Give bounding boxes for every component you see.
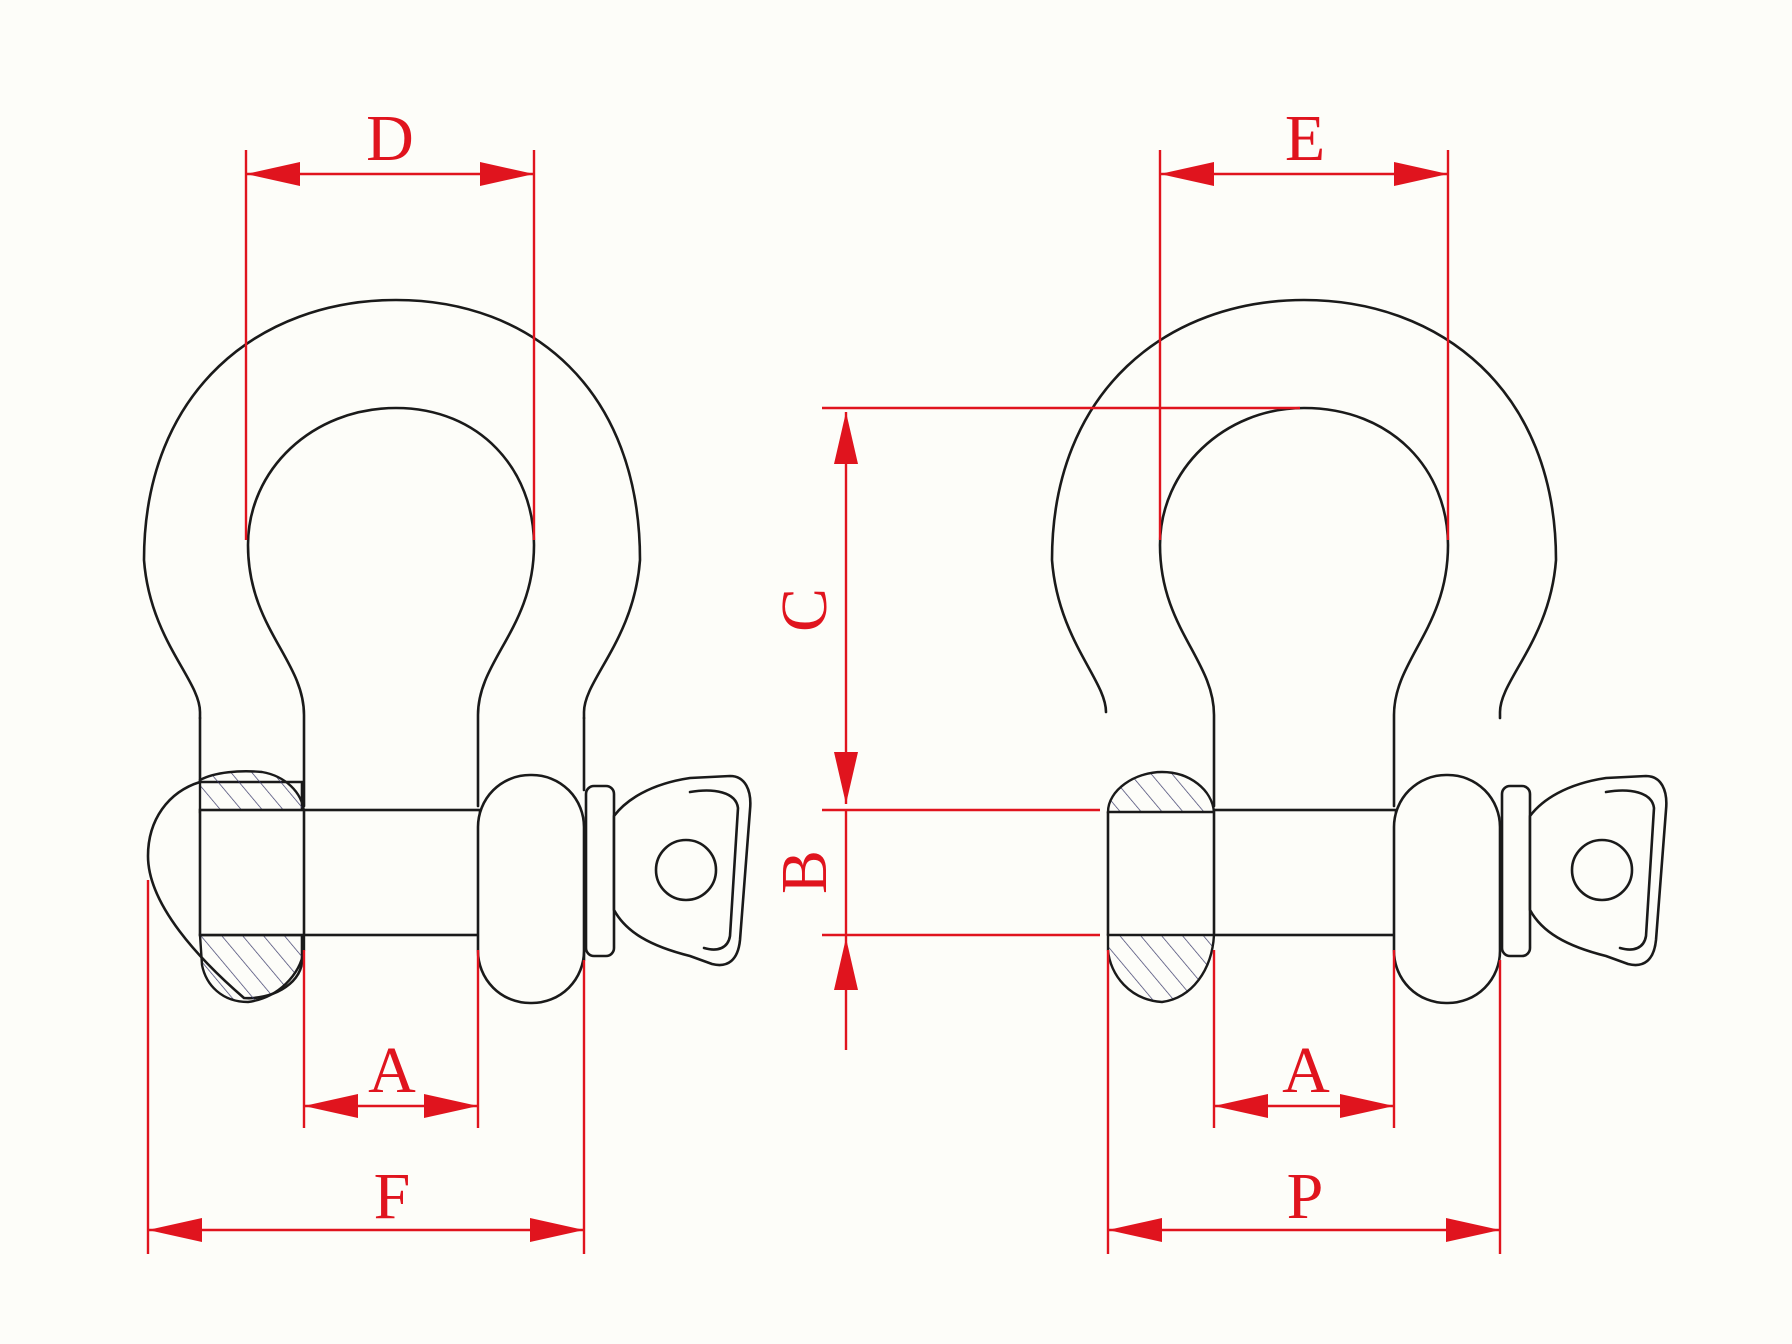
right-shackle <box>1050 298 1668 1005</box>
label-p: P <box>1287 1160 1324 1233</box>
right-boss <box>1392 773 1502 1005</box>
label-f: F <box>374 1160 411 1233</box>
dimension-c: C <box>768 406 1300 812</box>
left-shackle-bow-inner <box>246 406 536 808</box>
dimension-p: P <box>1106 950 1502 1254</box>
left-shackle <box>142 298 752 1005</box>
dimension-f: F <box>146 880 586 1254</box>
label-a-right: A <box>1282 1034 1330 1107</box>
right-wing-nut-hole <box>1570 838 1634 902</box>
dimension-e: E <box>1158 102 1450 540</box>
label-a-left: A <box>368 1034 416 1107</box>
right-ear-section-top <box>1106 770 1216 814</box>
left-wing-nut-hole <box>654 838 718 902</box>
left-wing-nut-inner <box>688 789 740 951</box>
right-ear-section-bottom <box>1106 933 1216 1004</box>
right-washer <box>1500 784 1532 958</box>
right-wing-nut-inner <box>1604 789 1656 951</box>
label-e: E <box>1285 102 1325 175</box>
left-washer <box>584 784 616 958</box>
left-boss <box>476 773 586 1005</box>
label-c: C <box>768 588 841 632</box>
dimension-d: D <box>244 102 536 540</box>
left-ear-section-top <box>198 770 306 814</box>
left-pin-shaft <box>198 808 482 937</box>
right-shackle-bow-inner <box>1158 406 1450 808</box>
dimension-a-left: A <box>302 950 480 1128</box>
label-d: D <box>366 102 414 175</box>
dimension-a-right: A <box>1212 950 1396 1128</box>
left-shackle-bow <box>142 298 642 720</box>
dimension-b: B <box>768 810 1100 1050</box>
label-b: B <box>768 850 841 894</box>
left-ear-section-bottom <box>198 933 306 1004</box>
right-pin-shaft <box>1212 808 1398 937</box>
right-shackle-bow <box>1050 298 1558 720</box>
